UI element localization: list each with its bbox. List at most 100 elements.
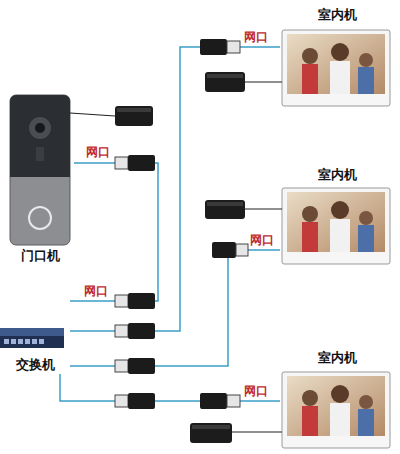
indoor-monitor — [282, 188, 390, 264]
door-button — [29, 207, 51, 229]
plug-body — [128, 293, 155, 309]
plug-metal — [115, 157, 128, 169]
switch-top — [0, 328, 64, 336]
switch-port — [32, 339, 37, 344]
adapter-body — [205, 72, 245, 92]
plug-body — [128, 155, 155, 171]
adapter-body — [205, 200, 245, 219]
photo-person — [331, 43, 349, 61]
monitor-frame — [282, 372, 390, 448]
photo-person — [302, 390, 318, 406]
switch-front — [0, 336, 64, 348]
switch-port — [39, 339, 44, 344]
photo-person — [330, 403, 350, 436]
power-adapter — [70, 106, 153, 126]
power-adapter — [205, 72, 282, 92]
switch-port — [25, 339, 30, 344]
plug-body — [128, 358, 155, 374]
device-name: 交换机 — [16, 356, 55, 374]
rj45-plug — [200, 39, 240, 55]
door-top — [10, 95, 70, 177]
photo-person — [330, 219, 350, 252]
photo-person — [302, 48, 318, 64]
plug-body — [212, 242, 236, 258]
adapter-highlight — [117, 108, 151, 112]
monitor-screen — [287, 34, 385, 94]
plug-body — [128, 323, 155, 339]
photo-person — [359, 211, 373, 225]
plug-metal — [115, 360, 128, 372]
rj45-plug — [115, 155, 155, 171]
adapter-highlight — [207, 202, 243, 206]
indoor-monitor — [282, 372, 390, 448]
device-name: 室内机 — [318, 166, 357, 184]
plug-body — [200, 393, 227, 409]
door-lens — [35, 123, 45, 133]
port-label: 网口 — [250, 233, 274, 247]
photo-person — [331, 385, 349, 403]
photo-person — [359, 53, 373, 67]
switch-port — [4, 339, 9, 344]
device-name: 室内机 — [318, 349, 357, 367]
plug-metal — [236, 244, 248, 256]
photo-person — [302, 206, 318, 222]
switch-port — [18, 339, 23, 344]
photo-person — [330, 61, 350, 94]
network-cable — [60, 374, 280, 401]
adapter-highlight — [192, 425, 230, 429]
adapter-body — [115, 106, 153, 126]
power-cord — [245, 81, 282, 82]
monitor-frame — [282, 30, 390, 106]
rj45-plug — [115, 358, 155, 374]
door-station-unit: 门口机 — [6, 93, 74, 265]
rj45-plug — [115, 323, 155, 339]
network-cable — [70, 163, 158, 301]
photo-person — [331, 201, 349, 219]
indoor-unit: 室内机 — [280, 166, 394, 266]
adapter-highlight — [207, 74, 243, 78]
power-cord — [70, 113, 115, 116]
power-adapter — [190, 423, 282, 443]
plug-body — [200, 39, 227, 55]
rj45-plug — [200, 393, 240, 409]
door-station — [10, 95, 70, 245]
monitor-screen — [287, 192, 385, 252]
door-camera — [29, 117, 51, 139]
network-switch: 交换机 — [0, 290, 70, 374]
photo-person — [302, 222, 318, 252]
photo-person — [358, 409, 374, 436]
switch-device — [0, 328, 64, 348]
photo-person — [358, 225, 374, 252]
rj45-plug — [115, 293, 155, 309]
door-sensor — [36, 147, 44, 161]
network-cable — [70, 47, 280, 331]
plug-metal — [227, 41, 240, 53]
switch-port — [11, 339, 16, 344]
port-label: 网口 — [86, 145, 110, 159]
photo-person — [302, 64, 318, 94]
indoor-monitor — [282, 30, 390, 106]
network-cable — [70, 250, 280, 366]
plug-metal — [115, 295, 128, 307]
device-name: 室内机 — [318, 6, 357, 24]
monitor-frame — [282, 188, 390, 264]
photo-person — [359, 395, 373, 409]
photo-person — [358, 67, 374, 94]
indoor-unit: 室内机 — [280, 6, 394, 112]
plug-metal — [115, 325, 128, 337]
rj45-plug — [212, 242, 248, 258]
port-label: 网口 — [84, 284, 108, 298]
power-cord — [245, 208, 282, 209]
device-name: 门口机 — [21, 247, 60, 265]
port-label: 网口 — [244, 30, 268, 44]
monitor-screen — [287, 376, 385, 436]
power-adapter — [205, 200, 282, 219]
power-cord — [232, 431, 282, 432]
indoor-unit: 室内机 — [280, 349, 394, 450]
rj45-plug — [115, 393, 155, 409]
door-body — [10, 95, 70, 245]
door-top-edge — [10, 168, 70, 177]
